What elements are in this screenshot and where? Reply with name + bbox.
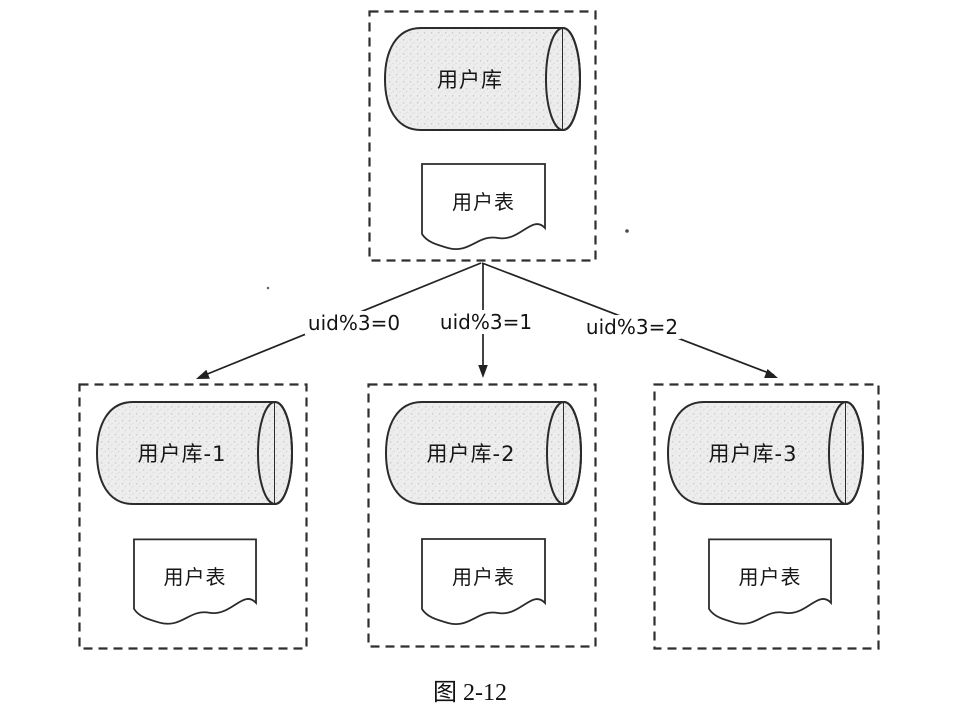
- database-cylinder-icon: 用户库-1: [93, 398, 295, 508]
- dashed-border: [368, 10, 597, 262]
- arrowhead-left-icon: [196, 369, 210, 379]
- figure-caption: 图 2-12: [433, 680, 507, 706]
- edge-label-uid-mod-0: uid%3=0: [304, 311, 404, 335]
- dashed-border: [78, 383, 308, 650]
- shard-db-group-1: 用户库-1 用户表: [78, 383, 308, 650]
- scan-speck: [266, 286, 270, 290]
- dashed-border: [367, 383, 597, 648]
- database-label: 用户库-1: [137, 442, 227, 466]
- database-cylinder-icon: 用户库-2: [382, 398, 584, 508]
- dashed-border: [653, 383, 880, 650]
- arrowhead-middle-icon: [478, 365, 488, 378]
- edge-label-uid-mod-2: uid%3=2: [582, 315, 682, 339]
- edge-label-uid-mod-1: uid%3=1: [436, 310, 536, 334]
- shard-db-group-2: 用户库-2 用户表: [367, 383, 597, 648]
- table-label: 用户表: [452, 564, 515, 589]
- database-label: 用户库: [437, 68, 503, 92]
- table-document-icon: 用户表: [132, 537, 258, 629]
- table-document-icon: 用户表: [420, 162, 547, 254]
- scan-speck: [625, 229, 629, 233]
- table-document-icon: 用户表: [707, 537, 833, 629]
- shard-db-group-3: 用户库-3 用户表: [653, 383, 880, 650]
- database-cylinder-icon: 用户库: [381, 24, 583, 134]
- database-cylinder-icon: 用户库-3: [664, 398, 866, 508]
- database-label: 用户库-2: [426, 442, 516, 466]
- database-label: 用户库-3: [708, 442, 798, 466]
- arrowhead-right-icon: [764, 368, 778, 378]
- table-label: 用户表: [452, 189, 515, 214]
- table-label: 用户表: [738, 564, 802, 589]
- table-label: 用户表: [163, 564, 227, 589]
- table-document-icon: 用户表: [420, 537, 547, 629]
- root-db-group: 用户库 用户表: [368, 10, 597, 262]
